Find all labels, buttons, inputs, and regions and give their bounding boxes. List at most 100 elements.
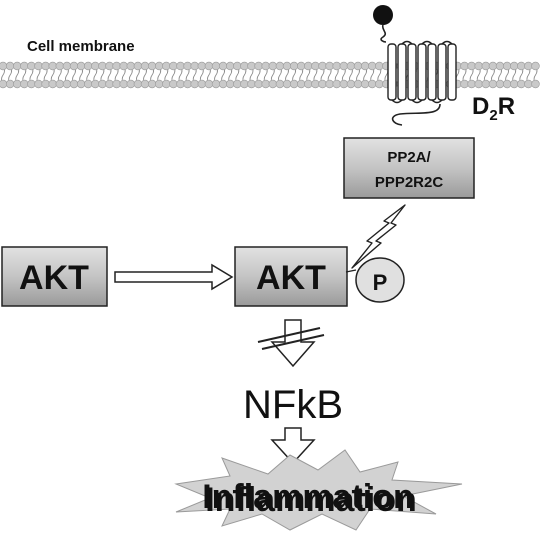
helix-segment <box>427 43 437 101</box>
lipid-head <box>495 61 505 71</box>
d2r-label: D2R <box>472 93 515 124</box>
lipid-head <box>20 79 29 89</box>
lipid-head <box>353 79 363 89</box>
lipid-head <box>211 79 221 89</box>
lipid-head <box>34 79 43 89</box>
lipid-head <box>13 61 22 71</box>
lipid-head <box>517 79 526 89</box>
ligand-dot <box>373 5 393 25</box>
lipid-head <box>240 61 249 71</box>
lipid-head <box>467 79 476 89</box>
lipid-head <box>83 79 93 89</box>
lipid-head <box>69 79 79 89</box>
blocked-arrow <box>257 319 325 368</box>
lipid-head <box>495 79 505 89</box>
lipid-head <box>55 61 64 71</box>
lipid-head <box>289 61 299 71</box>
lipid-head <box>197 79 207 89</box>
akt-phospho-label: AKT <box>256 259 326 297</box>
inflammation-burst <box>174 449 463 531</box>
d2-receptor <box>373 5 457 126</box>
lipid-head <box>13 79 22 89</box>
lipid-head <box>332 61 341 71</box>
lipid-head <box>297 79 306 89</box>
lipid-head <box>368 79 377 89</box>
lipid-head <box>183 79 192 89</box>
lipid-head <box>197 61 207 71</box>
lipid-head <box>112 79 121 89</box>
nfkb-label: NFkB <box>243 383 343 427</box>
lipid-head <box>531 61 540 71</box>
lipid-head <box>76 61 86 71</box>
lipid-head <box>311 61 320 71</box>
nfkb-to-inflammation-arrow <box>270 427 316 465</box>
lipid-head <box>275 79 285 89</box>
lipid-head <box>98 79 107 89</box>
helix-loop <box>411 99 423 104</box>
lipid-head <box>105 79 114 89</box>
lipid-head <box>304 61 313 71</box>
cell-membrane-bilayer <box>0 61 540 89</box>
lipid-head <box>169 79 178 89</box>
lipid-head <box>126 79 136 89</box>
lipid-head <box>0 61 8 71</box>
lipid-head <box>162 79 171 89</box>
lipid-head <box>62 79 72 89</box>
lipid-head <box>368 61 377 71</box>
lipid-head <box>0 79 8 89</box>
lipid-head <box>226 79 235 89</box>
lipid-head <box>211 61 221 71</box>
lipid-head <box>55 79 64 89</box>
lipid-head <box>467 61 476 71</box>
lipid-head <box>268 79 277 89</box>
lipid-head <box>502 61 512 71</box>
receptor-n-terminus <box>380 24 387 43</box>
inflammation-shadow: Inflammation <box>205 481 417 519</box>
lipid-head <box>282 61 292 71</box>
pp2a-label-line1: PP2A/ <box>387 149 431 166</box>
lipid-head <box>517 61 526 71</box>
activation-arrow <box>114 263 234 291</box>
helix-segment <box>397 43 407 101</box>
lipid-head <box>524 79 533 89</box>
lipid-head <box>488 79 498 89</box>
lipid-head <box>346 79 356 89</box>
lipid-head <box>375 61 384 71</box>
lipid-head <box>325 61 334 71</box>
lipid-head <box>133 79 143 89</box>
inflammation-label: Inflammation <box>202 478 414 516</box>
lipid-head <box>488 61 498 71</box>
akt-inactive-label: AKT <box>19 259 89 297</box>
lipid-head <box>218 61 228 71</box>
lipid-head <box>375 79 384 89</box>
lipid-head <box>34 61 43 71</box>
lipid-head <box>481 79 490 89</box>
lipid-head <box>240 79 249 89</box>
lipid-head <box>155 61 164 71</box>
lipid-head <box>297 61 306 71</box>
lipid-head <box>226 61 235 71</box>
lipid-head <box>524 61 533 71</box>
lipid-head <box>105 61 114 71</box>
helix-segment <box>387 43 397 101</box>
lipid-head <box>183 61 192 71</box>
lipid-head <box>254 61 263 71</box>
phosphate-link <box>345 269 357 273</box>
lipid-head <box>339 79 348 89</box>
lipid-head <box>325 79 334 89</box>
lipid-head <box>147 79 157 89</box>
lipid-head <box>531 79 540 89</box>
lipid-head <box>27 61 36 71</box>
lipid-head <box>98 61 107 71</box>
lipid-head <box>502 79 512 89</box>
lipid-head <box>481 61 490 71</box>
lipid-head <box>304 79 313 89</box>
lipid-head <box>155 79 164 89</box>
pp2a-label-line2: PPP2R2C <box>375 174 444 191</box>
lipid-head <box>510 79 519 89</box>
lipid-head <box>268 61 277 71</box>
helix-loop <box>401 40 413 45</box>
lipid-head <box>282 79 292 89</box>
helix-loop <box>391 99 403 104</box>
